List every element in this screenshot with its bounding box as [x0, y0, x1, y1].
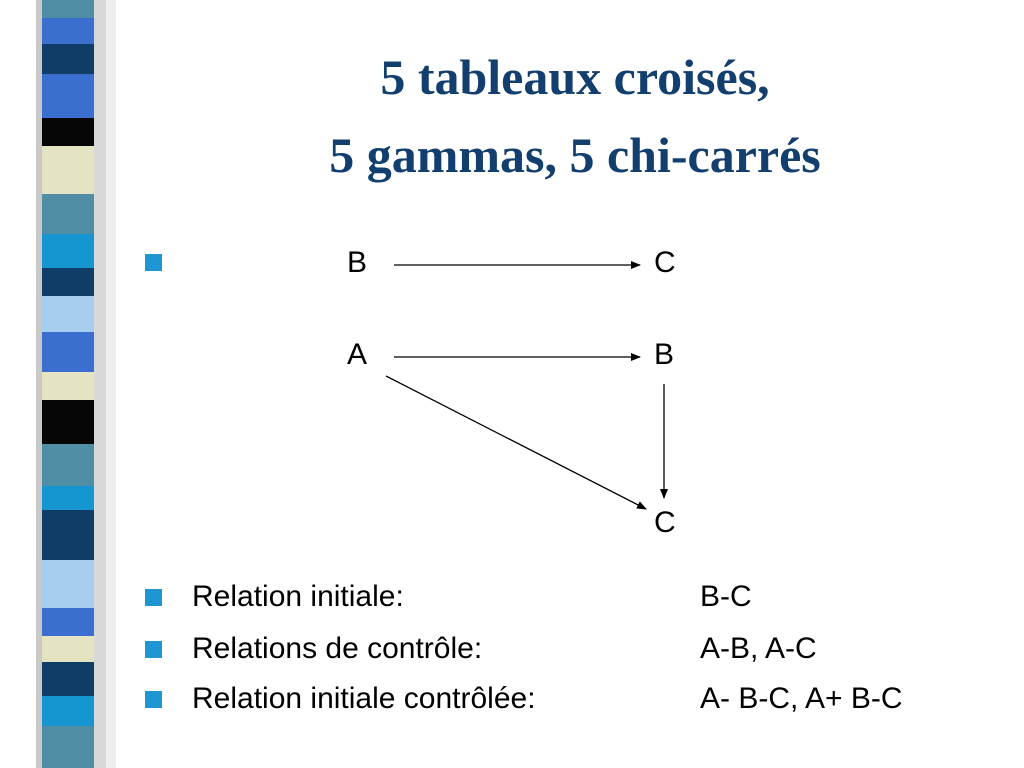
page-title-line-2: 5 gammas, 5 chi-carrés	[329, 127, 821, 183]
item-label-relation-initiale: Relation initiale:	[192, 580, 404, 613]
item-value-relation-controlee: A- B-C, A+ B-C	[700, 682, 903, 715]
item-label-relations-controle: Relations de contrôle:	[192, 632, 483, 665]
node-row1-to: C	[654, 246, 676, 279]
item-label-relation-controlee: Relation initiale contrôlée:	[192, 682, 536, 715]
bullet-square-icon	[145, 254, 162, 271]
item-value-relation-initiale: B-C	[700, 580, 752, 613]
node-row2-c: C	[654, 506, 676, 539]
decorative-stripe-bar	[0, 0, 116, 768]
page-title-line-1: 5 tableaux croisés,	[380, 49, 770, 105]
arrow-a-to-c	[385, 375, 647, 510]
node-row1-from: B	[347, 246, 368, 279]
bullet-square-icon	[145, 589, 162, 606]
node-row2-a: A	[347, 338, 368, 371]
item-value-relations-controle: A-B, A-C	[700, 632, 817, 665]
node-row2-b: B	[654, 338, 675, 371]
bullet-square-icon	[145, 691, 162, 708]
bullet-square-icon	[145, 641, 162, 658]
